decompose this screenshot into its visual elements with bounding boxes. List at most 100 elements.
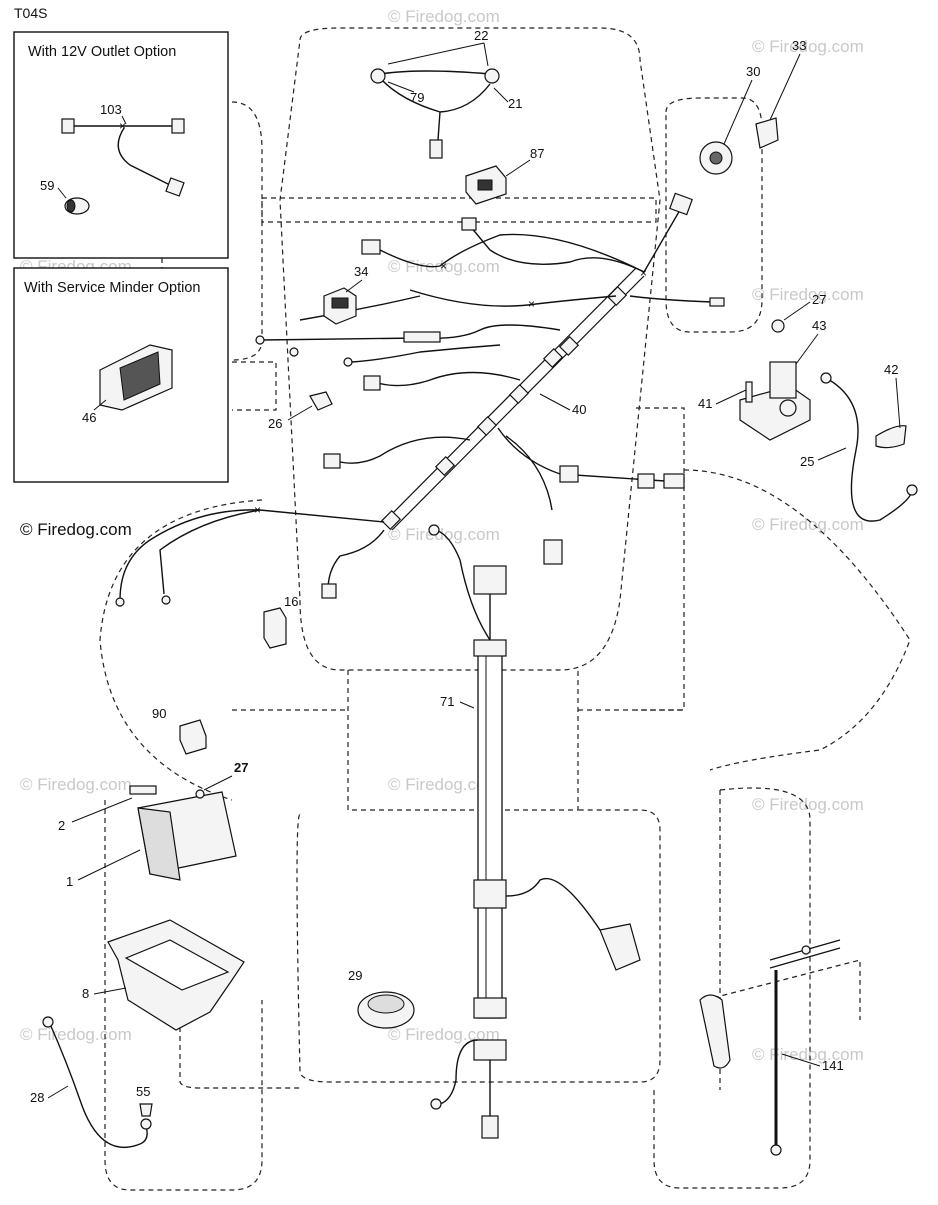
watermark-text: © Firedog.com [20, 1025, 132, 1044]
terminal-icon [42, 1016, 54, 1028]
washer-icon [771, 319, 785, 333]
solenoid-assembly: 27 43 41 42 25 [698, 292, 918, 522]
terminal-icon [820, 372, 832, 384]
terminal-icon [161, 595, 171, 605]
inset-service-minder: With Service Minder Option 46 [13, 267, 229, 483]
svg-text:×: × [528, 297, 535, 311]
part-label-26: 26 [268, 416, 282, 431]
part-label-87: 87 [530, 146, 544, 161]
terminal-icon [140, 1118, 152, 1130]
terminal-icon [255, 335, 265, 345]
terminal-icon [906, 484, 918, 496]
connector-icon [323, 453, 341, 469]
part-label-25: 25 [800, 454, 814, 469]
watermark-text: © Firedog.com [752, 1045, 864, 1064]
part-label-71: 71 [440, 694, 454, 709]
svg-text:×: × [440, 259, 447, 273]
connector-icon [321, 583, 337, 599]
watermark-text: © Firedog.com [752, 515, 864, 534]
part-label-29: 29 [348, 968, 362, 983]
connector-icon [543, 539, 563, 565]
watermarks: © Firedog.com © Firedog.com © Firedog.co… [20, 7, 864, 1064]
terminal-icon [115, 597, 125, 607]
part-141: 141 [699, 939, 844, 1156]
connector-icon [473, 565, 507, 595]
headlight-harness: 22 79 21 [370, 28, 522, 159]
terminal-icon [428, 524, 440, 536]
part-label-27-solenoid: 27 [812, 292, 826, 307]
part-label-21: 21 [508, 96, 522, 111]
connector-icon [481, 1115, 499, 1139]
connector-icon [669, 192, 693, 216]
connector-icon [599, 923, 641, 971]
watermark-text: © Firedog.com [752, 795, 864, 814]
module-icon [179, 719, 207, 755]
main-harness: × × × × 40 [115, 192, 725, 607]
part-16: 16 [263, 594, 298, 649]
headlight-bulb-icon [370, 68, 386, 84]
part-26: 26 [268, 391, 333, 431]
relay-icon [309, 391, 333, 411]
connector-icon [559, 465, 579, 483]
connector-icon [429, 139, 443, 159]
harness-clips [380, 285, 628, 531]
terminal-icon [343, 357, 353, 367]
connector-icon [461, 217, 477, 231]
watermark-text: © Firedog.com [388, 7, 500, 26]
part-label-55: 55 [136, 1084, 150, 1099]
harness-71: 71 [428, 524, 641, 1139]
boot-icon [875, 425, 907, 449]
solenoid-icon [769, 361, 797, 399]
connector-icon [709, 297, 725, 307]
part-label-27-battery: 27 [234, 760, 248, 775]
watermark-text: © Firedog.com [752, 285, 864, 304]
part-87-switch: 87 [465, 146, 544, 205]
connector-icon [171, 118, 185, 134]
part-label-22: 22 [474, 28, 488, 43]
part-label-79: 79 [410, 90, 424, 105]
part-label-34: 34 [354, 264, 368, 279]
part-90: 90 [152, 706, 207, 755]
headlight-bulb-icon [484, 68, 500, 84]
svg-text:×: × [119, 119, 126, 133]
inset-title-service-minder: With Service Minder Option [24, 280, 200, 296]
part-label-90: 90 [152, 706, 166, 721]
watermark-text: © Firedog.com [388, 257, 500, 276]
part-29: 29 [348, 968, 415, 1029]
part-label-41: 41 [698, 396, 712, 411]
connector-icon [165, 177, 185, 197]
ignition-switch: 30 33 [699, 38, 806, 175]
part-label-30: 30 [746, 64, 760, 79]
part-label-33: 33 [792, 38, 806, 53]
tractor-outline [99, 27, 911, 1191]
part-label-141: 141 [822, 1058, 844, 1073]
connector-icon [403, 331, 441, 343]
svg-text:×: × [640, 266, 647, 280]
cable-28: 28 55 [30, 1016, 153, 1149]
part-label-28: 28 [30, 1090, 44, 1105]
watermark-text: © Firedog.com [388, 1025, 500, 1044]
svg-text:×: × [254, 503, 261, 517]
connector-icon [637, 473, 655, 489]
bolt-icon [139, 1103, 153, 1117]
watermark-main: © Firedog.com [20, 520, 132, 539]
connector-icon [263, 607, 287, 649]
connector-icon [663, 473, 685, 489]
part-label-42: 42 [884, 362, 898, 377]
part-34-switch: 34 [323, 264, 368, 325]
inset-title-12v: With 12V Outlet Option [28, 44, 176, 60]
part-label-59: 59 [40, 178, 54, 193]
part-label-46: 46 [82, 410, 96, 425]
watermark-text: © Firedog.com [20, 775, 132, 794]
diagram-code: T04S [14, 5, 47, 21]
bolt-icon [745, 381, 753, 403]
part-label-2: 2 [58, 818, 65, 833]
part-label-40: 40 [572, 402, 586, 417]
inset-12v-outlet: With 12V Outlet Option × 103 59 [13, 31, 229, 259]
part-label-8: 8 [82, 986, 89, 1001]
battery-assembly: 27 2 1 [58, 760, 248, 889]
part-label-103: 103 [100, 102, 122, 117]
battery-tray: 8 [82, 919, 245, 1031]
terminal-icon [430, 1098, 442, 1110]
